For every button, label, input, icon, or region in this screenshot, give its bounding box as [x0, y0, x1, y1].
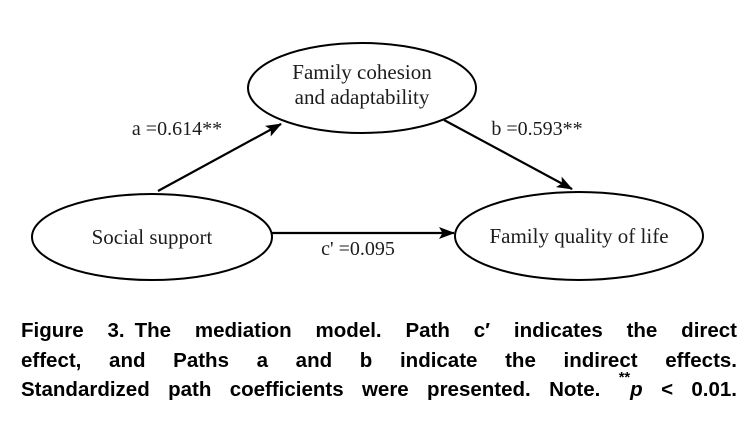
mediator-label-line1: Family cohesion	[292, 60, 432, 84]
p-symbol: p	[630, 378, 643, 401]
path-a-arrow	[157, 123, 282, 192]
caption-line-3: Standardized path coefficients were pres…	[21, 370, 737, 405]
caption-line-1-text: The mediation model. Path c′ indicates t…	[134, 319, 738, 342]
outcome-node	[454, 191, 704, 281]
significance-stars: **	[618, 369, 631, 386]
path-c-coefficient: c' =0.095	[321, 238, 395, 260]
mediator-label-line2: and adaptability	[295, 85, 430, 109]
p-threshold: < 0.01.	[661, 378, 737, 401]
caption-line-3-lead: Standardized path coefficients were pres…	[21, 378, 601, 401]
path-a-coefficient: a =0.614**	[132, 118, 222, 140]
mediator-node	[247, 42, 477, 134]
predictor-node	[31, 193, 273, 281]
mediation-diagram: Family cohesion and adaptability Social …	[31, 42, 704, 281]
outcome-label: Family quality of life	[489, 224, 668, 248]
figure-caption: Figure 3. The mediation model. Path c′ in…	[21, 316, 737, 405]
path-b-coefficient: b =0.593**	[491, 118, 582, 140]
caption-line-2-text: effect, and Paths a and b indicate the i…	[21, 348, 737, 372]
caption-line-2: effect, and Paths a and b indicate the i…	[21, 346, 737, 376]
caption-line-1: Figure 3. The mediation model. Path c′ in…	[21, 316, 737, 346]
figure-number: Figure 3.	[21, 319, 125, 342]
path-b-arrow	[443, 119, 573, 190]
predictor-label: Social support	[92, 225, 213, 249]
